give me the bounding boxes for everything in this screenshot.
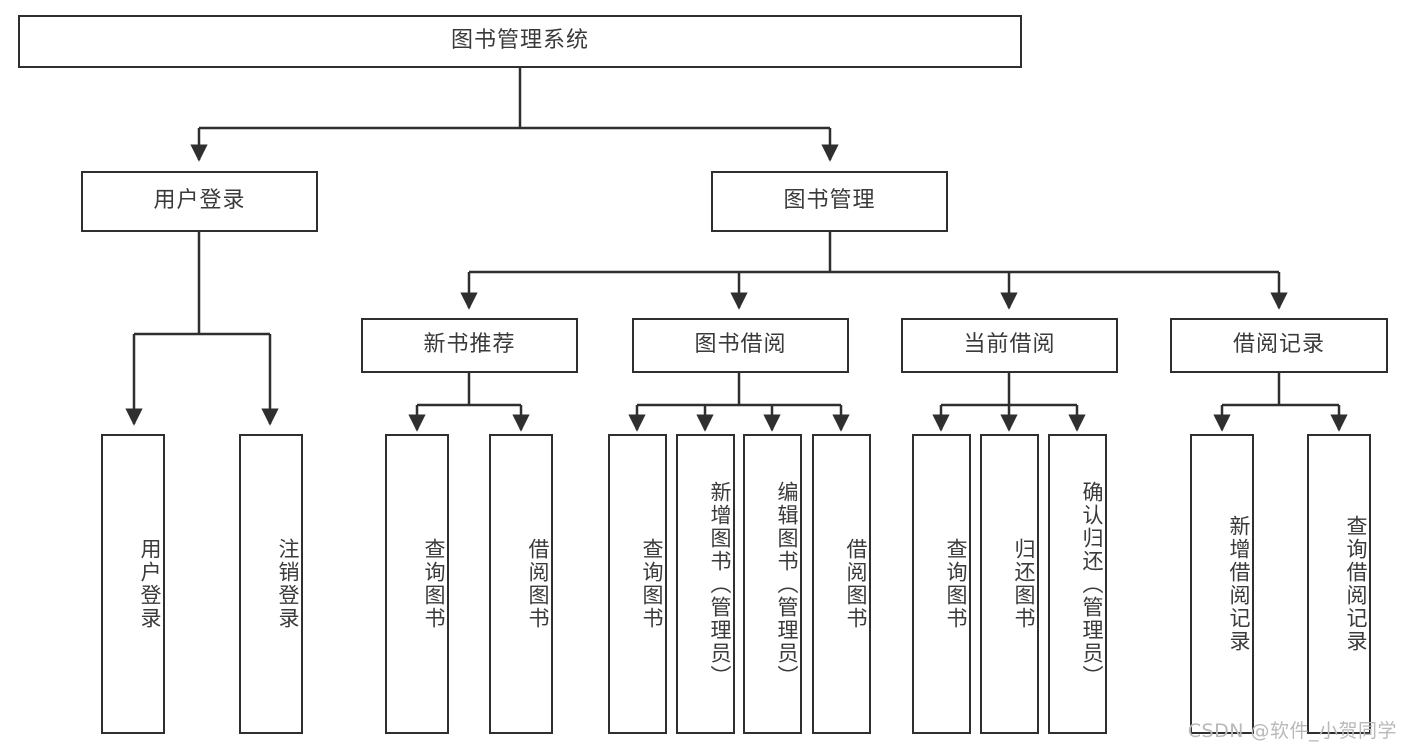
- leaf-query-book-borrow[interactable]: 查询图书: [608, 434, 667, 734]
- leaf-query-book-recommend-label: 查询图书: [422, 538, 446, 630]
- node-current-borrow[interactable]: 当前借阅: [901, 318, 1118, 373]
- node-book-management-label: 图书管理: [783, 188, 876, 214]
- leaf-query-book-current[interactable]: 查询图书: [912, 434, 971, 734]
- leaf-query-borrow-record[interactable]: 查询借阅记录: [1307, 434, 1371, 734]
- leaf-query-book-current-label: 查询图书: [944, 538, 968, 630]
- leaf-add-borrow-record-label: 新增借阅记录: [1227, 515, 1251, 653]
- leaf-borrow-book-recommend[interactable]: 借阅图书: [489, 434, 553, 734]
- node-book-borrow[interactable]: 图书借阅: [632, 318, 849, 373]
- node-book-borrow-label: 图书借阅: [694, 332, 787, 358]
- leaf-logout[interactable]: 注销登录: [239, 434, 303, 734]
- node-new-book-recommend[interactable]: 新书推荐: [361, 318, 578, 373]
- csdn-watermark: CSDN @软件_小贺同学: [1187, 720, 1397, 742]
- node-root-label: 图书管理系统: [450, 28, 589, 54]
- leaf-edit-book-admin[interactable]: 编辑图书（管理员）: [743, 434, 802, 734]
- leaf-add-book-admin[interactable]: 新增图书（管理员）: [676, 434, 735, 734]
- leaf-edit-book-admin-label: 编辑图书（管理员）: [775, 480, 799, 688]
- node-user-login-label: 用户登录: [153, 188, 246, 214]
- leaf-confirm-return-admin-label: 确认归还（管理员）: [1080, 480, 1104, 688]
- node-book-management[interactable]: 图书管理: [711, 171, 948, 232]
- node-borrow-record-label: 借阅记录: [1232, 332, 1325, 358]
- node-borrow-record[interactable]: 借阅记录: [1170, 318, 1388, 373]
- leaf-logout-label: 注销登录: [276, 538, 300, 630]
- leaf-return-book[interactable]: 归还图书: [980, 434, 1039, 734]
- leaf-borrow-book[interactable]: 借阅图书: [812, 434, 871, 734]
- leaf-query-book-borrow-label: 查询图书: [640, 538, 664, 630]
- leaf-add-book-admin-label: 新增图书（管理员）: [708, 480, 732, 688]
- leaf-return-book-label: 归还图书: [1012, 538, 1036, 630]
- node-new-book-recommend-label: 新书推荐: [423, 332, 516, 358]
- leaf-query-borrow-record-label: 查询借阅记录: [1344, 515, 1368, 653]
- leaf-borrow-book-label: 借阅图书: [844, 538, 868, 630]
- leaf-borrow-book-recommend-label: 借阅图书: [526, 538, 550, 630]
- leaf-user-login-label: 用户登录: [138, 538, 162, 630]
- node-root[interactable]: 图书管理系统: [18, 15, 1022, 68]
- node-user-login[interactable]: 用户登录: [81, 171, 318, 232]
- leaf-user-login[interactable]: 用户登录: [101, 434, 165, 734]
- leaf-query-book-recommend[interactable]: 查询图书: [385, 434, 449, 734]
- leaf-confirm-return-admin[interactable]: 确认归还（管理员）: [1048, 434, 1107, 734]
- node-current-borrow-label: 当前借阅: [963, 332, 1056, 358]
- leaf-add-borrow-record[interactable]: 新增借阅记录: [1190, 434, 1254, 734]
